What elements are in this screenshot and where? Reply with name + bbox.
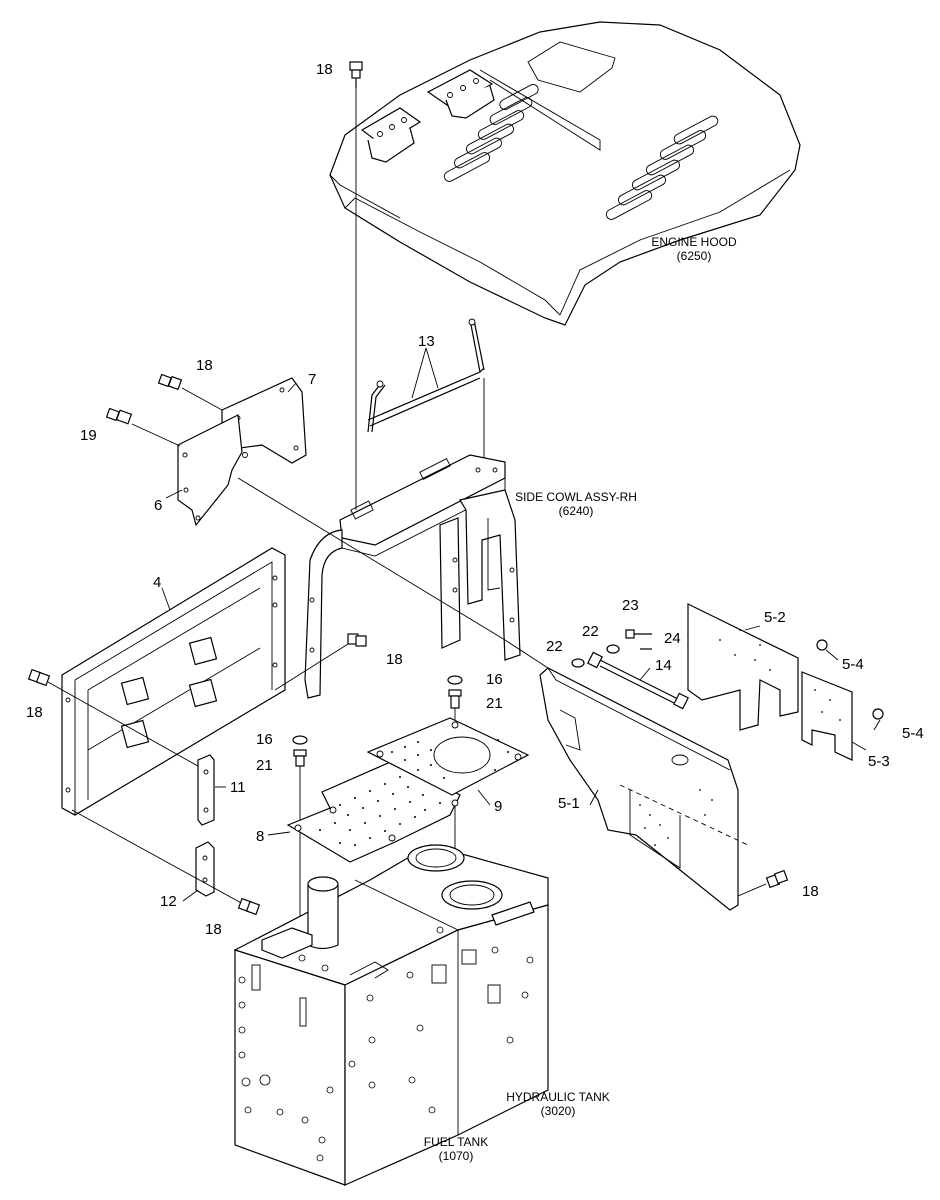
callout-18-c: 18 — [26, 704, 43, 721]
panel-4 — [61, 547, 286, 816]
bolt-18-d — [237, 897, 261, 916]
fuel-hydraulic-tank — [233, 844, 549, 1186]
assembly-line-6 — [237, 477, 506, 641]
side-cowl-code: (6240) — [559, 504, 594, 518]
nut-5-4-a — [816, 639, 828, 651]
callout-5-2: 5-2 — [764, 609, 786, 626]
callout-8: 8 — [256, 828, 264, 845]
nut-5-4-b — [872, 708, 884, 720]
callout-18-d: 18 — [205, 921, 222, 938]
callout-6: 6 — [154, 497, 162, 514]
callout-18-b: 18 — [386, 651, 403, 668]
bolt-18-c — [27, 668, 206, 771]
assembly-labels: ENGINE HOOD (6250) SIDE COWL ASSY-RH (62… — [424, 235, 737, 1163]
bolt-23 — [625, 629, 652, 639]
engine-hood-code: (6250) — [677, 249, 712, 263]
callout-23: 23 — [622, 597, 639, 614]
vent-slots-right — [605, 115, 719, 220]
callout-5-4-a: 5-4 — [842, 656, 864, 673]
callout-12: 12 — [160, 893, 177, 910]
bracket-11 — [197, 754, 215, 826]
bolt-18-e — [737, 869, 789, 897]
engine-hood-name: ENGINE HOOD — [651, 235, 737, 249]
callout-18-a: 18 — [196, 357, 213, 374]
callout-9: 9 — [494, 798, 502, 815]
callout-22-b: 22 — [546, 638, 563, 655]
callout-13: 13 — [418, 333, 435, 350]
callout-5-4-b: 5-4 — [902, 725, 924, 742]
panel-5-3 — [801, 671, 853, 761]
callout-14: 14 — [655, 657, 672, 674]
hydraulic-tank-name: HYDRAULIC TANK — [506, 1090, 610, 1104]
callout-5-3: 5-3 — [868, 753, 890, 770]
callout-7: 7 — [308, 371, 316, 388]
callout-5-1: 5-1 — [558, 795, 580, 812]
callout-11: 11 — [230, 779, 246, 796]
callout-leaders — [161, 347, 881, 902]
bolt-19 — [105, 407, 181, 447]
bolt-18-b — [274, 633, 367, 691]
bolt-18-top — [349, 61, 363, 88]
callout-18-e: 18 — [802, 883, 819, 900]
plate-6 — [177, 414, 248, 527]
plate-8 — [286, 759, 461, 863]
assembly-line-12 — [71, 809, 246, 906]
washer-16-a — [292, 735, 308, 745]
assembly-line-5-1 — [504, 639, 549, 669]
callout-4: 4 — [153, 574, 161, 591]
fuel-tank-code: (1070) — [439, 1149, 474, 1163]
bracket-12 — [195, 841, 215, 897]
rod-13 — [367, 318, 485, 460]
callout-19: 19 — [80, 427, 97, 444]
washer-22-a — [606, 644, 620, 654]
callout-16-a: 16 — [256, 731, 273, 748]
callout-16-b: 16 — [486, 671, 503, 688]
callout-24: 24 — [664, 630, 681, 647]
side-cowl-name: SIDE COWL ASSY-RH — [515, 490, 637, 504]
engine-hood — [329, 21, 801, 326]
plate-9 — [366, 717, 530, 796]
vent-slots-left — [443, 84, 539, 182]
hydraulic-tank-code: (3020) — [541, 1104, 576, 1118]
hood-hinge-left — [360, 107, 422, 163]
part-callouts: 18 18 7 19 6 13 4 18 18 11 12 18 16 21 1… — [26, 61, 924, 938]
side-cowl-frame — [304, 454, 521, 699]
hood-hinge-right — [426, 69, 495, 119]
panel-5-2 — [687, 603, 799, 731]
bolt-18-a — [157, 373, 223, 411]
callout-18-top: 18 — [316, 61, 333, 78]
washer-22-b — [571, 658, 585, 668]
callout-22-a: 22 — [582, 623, 599, 640]
panel-5-1 — [539, 667, 749, 911]
washer-16-b — [447, 675, 463, 685]
callout-21-b: 21 — [486, 695, 503, 712]
fuel-tank-name: FUEL TANK — [424, 1135, 488, 1149]
callout-21-a: 21 — [256, 757, 273, 774]
